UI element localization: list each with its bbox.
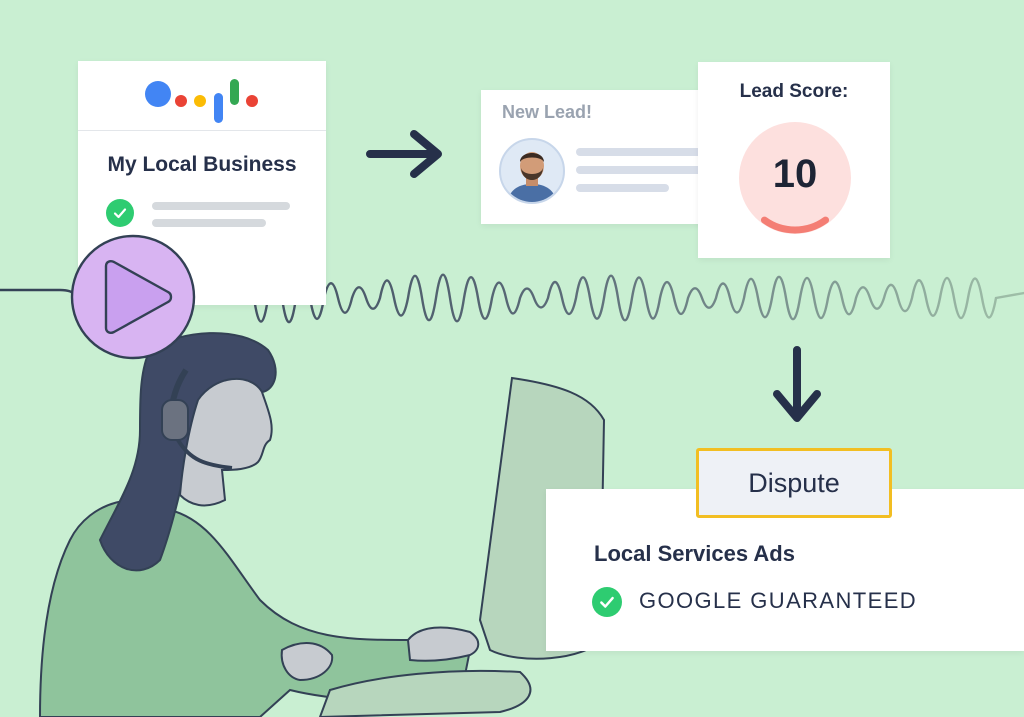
- person-face-illustration: [178, 377, 273, 507]
- local-services-ads-card: Local Services Ads GOOGLE GUARANTEED: [546, 489, 1024, 651]
- placeholder-line: [576, 184, 669, 192]
- headset-mic-icon: [176, 438, 233, 470]
- arrow-down-icon: [773, 346, 821, 422]
- verified-check-icon: [106, 199, 134, 227]
- assistant-dot-red-icon: [175, 95, 187, 107]
- lead-score-gauge: [739, 122, 851, 234]
- person-hand-left-illustration: [280, 642, 334, 682]
- lead-score-card: Lead Score: 10: [698, 62, 890, 258]
- headset-earpiece-icon: [161, 399, 189, 441]
- placeholder-line: [152, 219, 266, 227]
- assistant-bar-blue-icon: [214, 93, 223, 123]
- arrow-right-icon: [366, 130, 442, 178]
- lead-avatar: [499, 138, 565, 204]
- new-lead-card: New Lead!: [481, 90, 713, 224]
- person-hands-illustration: [406, 626, 480, 662]
- assistant-bar-green-icon: [230, 79, 239, 105]
- business-name: My Local Business: [107, 153, 297, 176]
- placeholder-line: [576, 166, 713, 174]
- assistant-dot-yellow-icon: [194, 95, 206, 107]
- lead-score-value: 10: [772, 152, 818, 196]
- play-button[interactable]: [66, 232, 200, 362]
- assistant-dot-blue-icon: [145, 81, 171, 107]
- local-services-ads-title: Local Services Ads: [594, 541, 795, 566]
- audio-waveform: [0, 268, 1024, 324]
- lead-score-label: Lead Score:: [739, 81, 849, 102]
- google-guaranteed-badge: GOOGLE GUARANTEED: [639, 588, 918, 613]
- dispute-button[interactable]: Dispute: [696, 448, 892, 518]
- play-icon[interactable]: [104, 260, 173, 334]
- lead-score-ring: [760, 216, 830, 234]
- check-circle-icon: [592, 587, 622, 617]
- new-lead-label: New Lead!: [502, 102, 593, 122]
- assistant-dot-red-right-icon: [246, 95, 258, 107]
- google-assistant-logo: [78, 61, 326, 131]
- placeholder-line: [576, 148, 713, 156]
- placeholder-line: [152, 202, 290, 210]
- keyboard-illustration: [318, 669, 532, 717]
